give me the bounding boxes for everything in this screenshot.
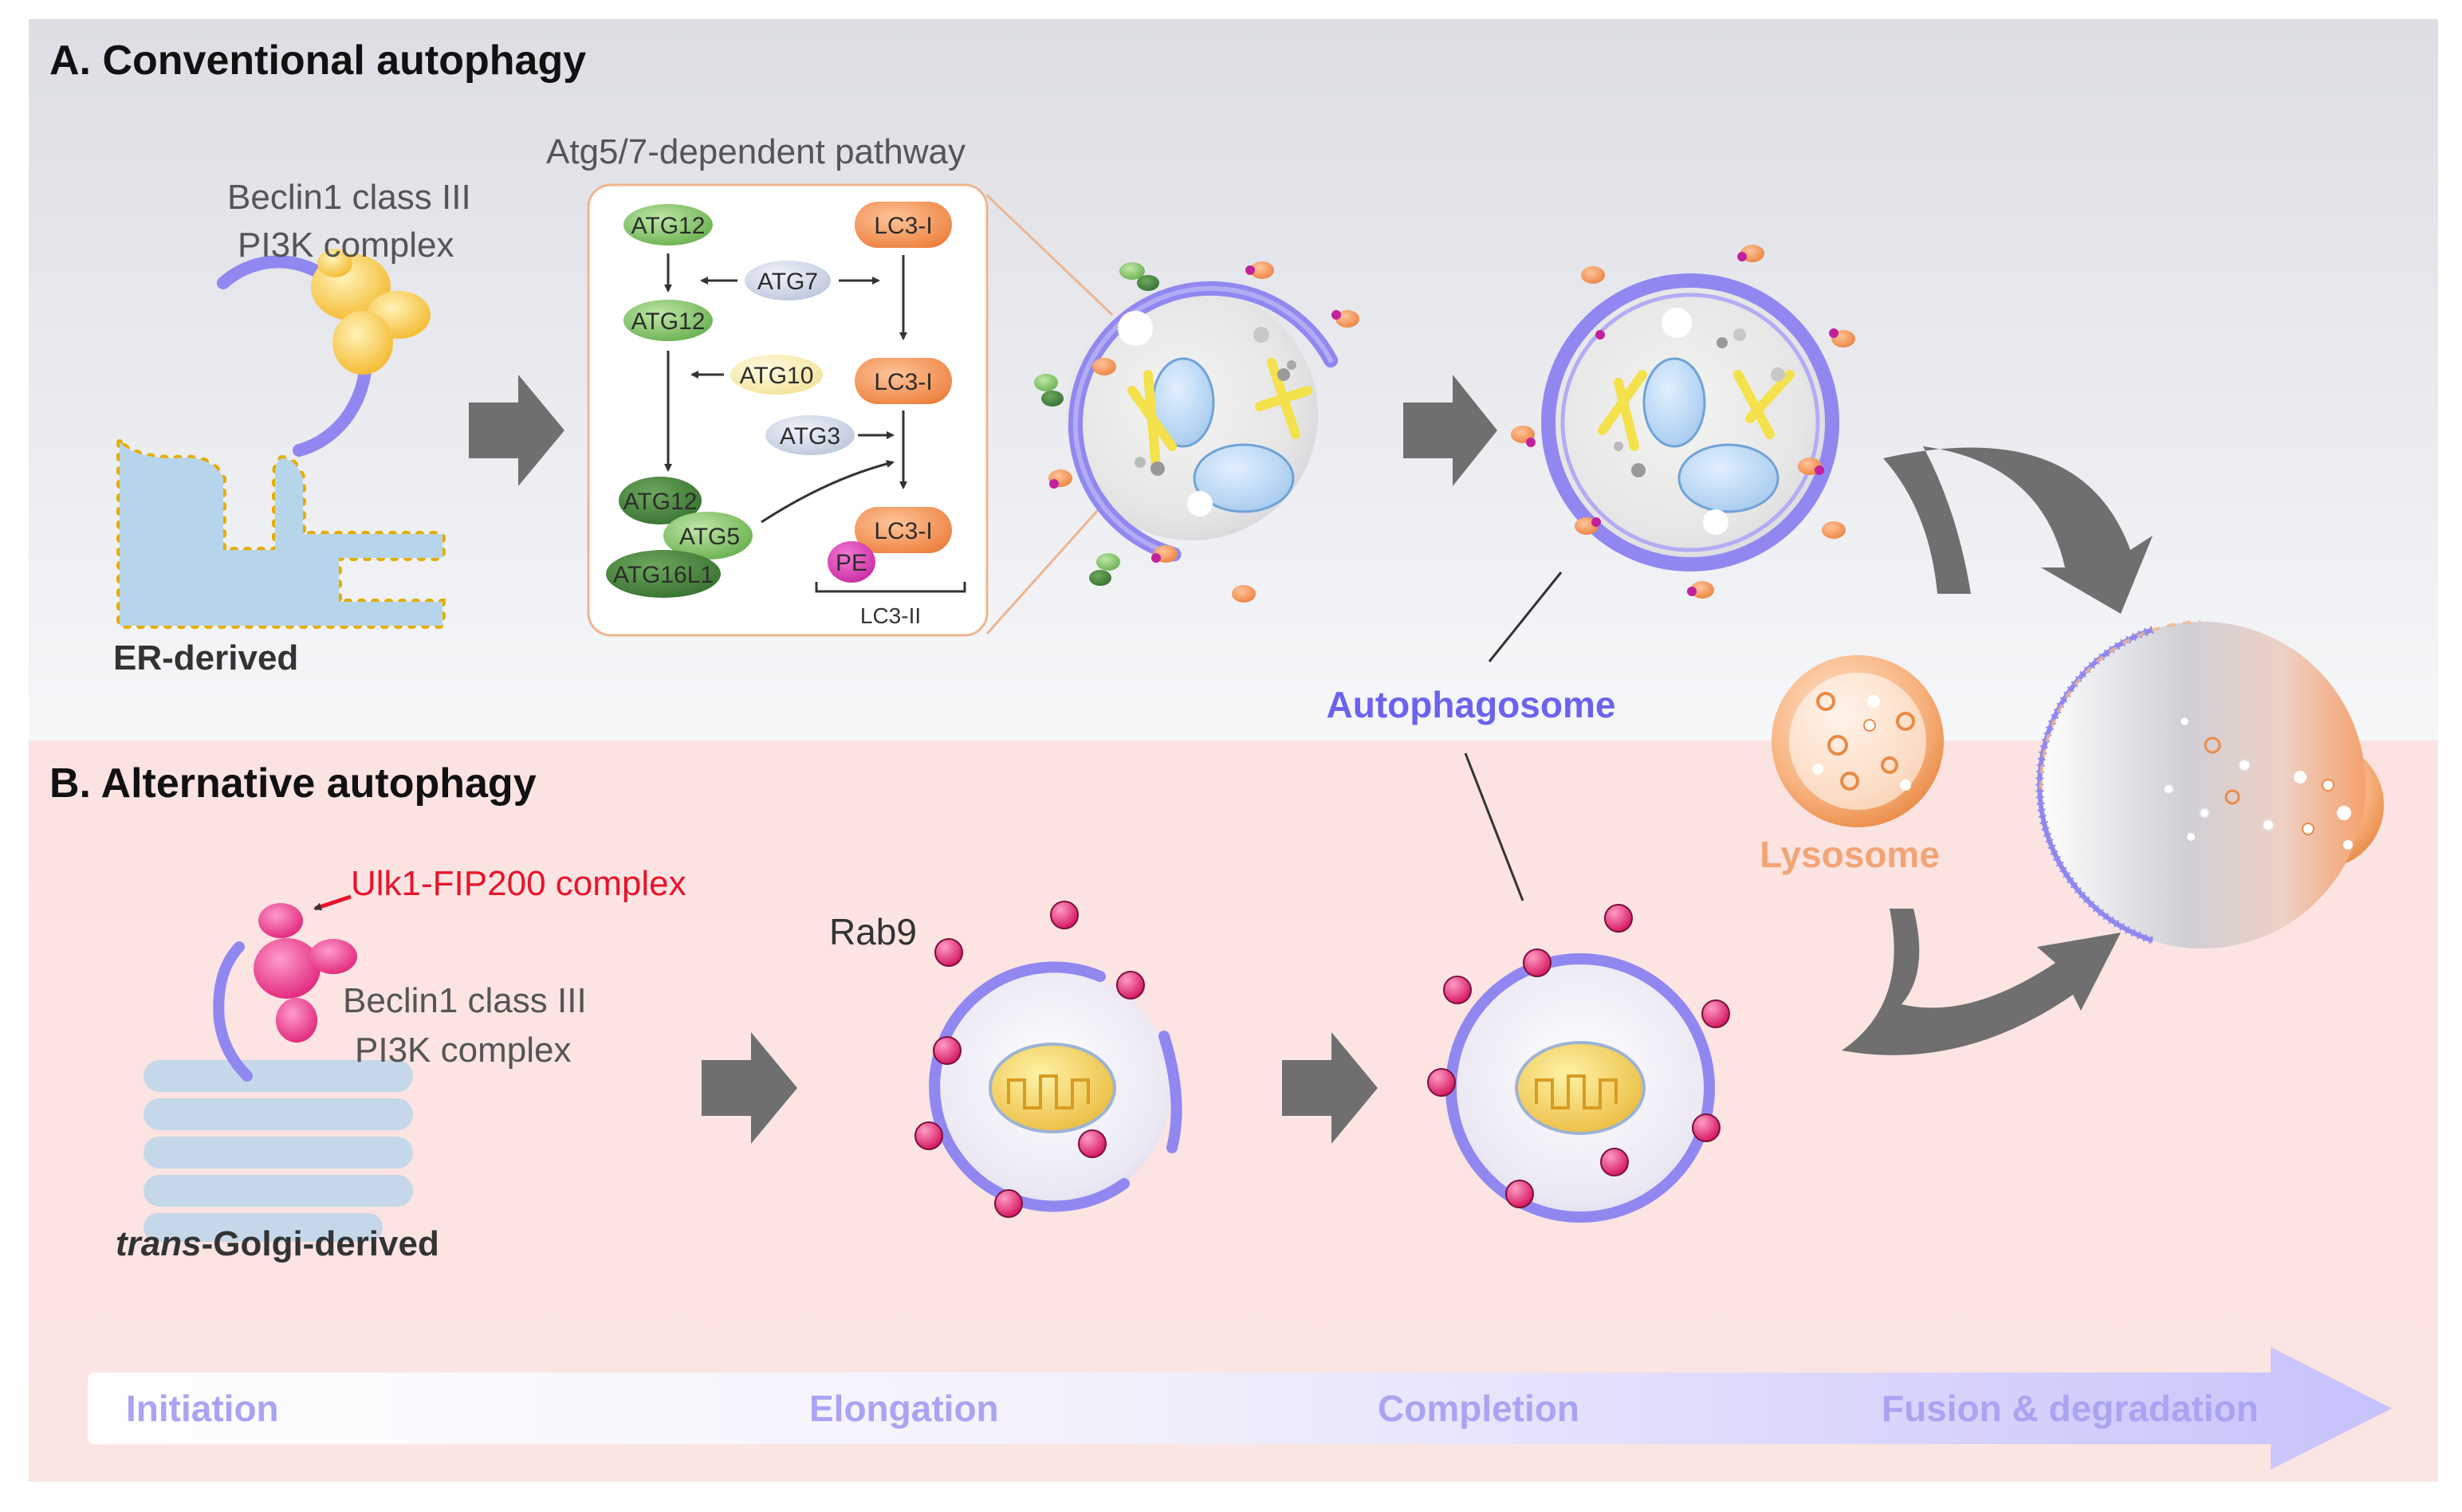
beclin-label-b-line1: Beclin1 class III [343, 981, 587, 1020]
stage-elongation: Elongation [809, 1388, 999, 1429]
lc3-ii-label: LC3-II [860, 603, 921, 628]
lc3-ii-bracket [815, 582, 966, 593]
pathway-atg10: ATG10 [730, 355, 823, 395]
svg-text:LC3-I: LC3-I [874, 518, 932, 544]
rab9-label: Rab9 [829, 911, 917, 952]
pathway-atg12-atg5-atg16l1-complex: ATG12 ATG5 ATG16L1 [606, 477, 753, 598]
phagophore-a [1066, 281, 1339, 562]
er-structure [116, 434, 446, 629]
svg-text:ATG12: ATG12 [631, 213, 706, 239]
autophagosome-a [1541, 273, 1839, 571]
atg-complex-dots-phagophore-a [1034, 262, 1159, 586]
ulk-label: Ulk1-FIP200 complex [351, 864, 686, 903]
rab9-dots-autophagosome-b [1427, 904, 1730, 1208]
ulk-pointer-arrow [313, 894, 352, 911]
lysosome-label: Lysosome [1760, 834, 1940, 875]
phagophore-b [929, 961, 1182, 1212]
stage-timeline-arrow [88, 1347, 2392, 1470]
er-derived-label: ER-derived [113, 638, 298, 677]
beclin-label-a-line1: Beclin1 class III [227, 178, 471, 217]
stage-initiation: Initiation [126, 1388, 279, 1429]
svg-text:ATG5: ATG5 [679, 524, 740, 550]
phagophore-membrane-b [213, 941, 253, 1082]
step-arrow-b1 [702, 1032, 797, 1144]
trans-golgi-label: trans-Golgi-derived [116, 1224, 439, 1263]
svg-text:ATG12: ATG12 [623, 489, 698, 515]
stage-completion: Completion [1378, 1388, 1579, 1429]
pathway-lc3-bottom: LC3-I [855, 507, 952, 553]
pathway-atg3: ATG3 [765, 415, 855, 455]
fusion-arrow-lower [1842, 909, 2121, 1055]
pathway-atg12-mid: ATG12 [623, 300, 713, 341]
beclin-label-a-line2: PI3K complex [238, 226, 454, 265]
section-a-title: A. Conventional autophagy [49, 37, 586, 84]
svg-text:ATG12: ATG12 [631, 308, 706, 335]
lysosome [1772, 655, 1944, 827]
autophagosome-label: Autophagosome [1327, 684, 1616, 725]
svg-text:PE: PE [836, 550, 867, 576]
pathway-lc3-mid: LC3-I [855, 358, 952, 404]
autophagosome-pointer-top [1488, 571, 1563, 662]
autophagosome-b [1445, 953, 1715, 1223]
zoom-line-bottom [985, 493, 1114, 635]
beclin-label-b-line2: PI3K complex [355, 1031, 571, 1070]
autolysosome [2035, 620, 2384, 948]
step-arrow-a2 [1403, 375, 1497, 486]
fusion-arrow-upper [1883, 446, 2153, 614]
golgi-stack [144, 1060, 413, 1242]
lc3-pe-dots-phagophore-a [1048, 261, 1359, 603]
pathway-atg12-top: ATG12 [623, 204, 713, 245]
zoom-line-top [985, 194, 1114, 316]
rab9-dots-phagophore-b [914, 901, 1145, 1218]
beclin1-complex-a [311, 249, 431, 375]
svg-text:LC3-I: LC3-I [874, 369, 932, 395]
ulk1-fip200-complex [254, 903, 357, 1043]
svg-text:ATG16L1: ATG16L1 [613, 562, 714, 588]
svg-text:LC3-I: LC3-I [874, 213, 932, 239]
section-b-title: B. Alternative autophagy [49, 760, 537, 807]
stage-fusion-degradation: Fusion & degradation [1882, 1388, 2259, 1429]
pathway-lc3-top: LC3-I [855, 202, 952, 248]
svg-text:ATG10: ATG10 [740, 363, 814, 389]
lc3-pe-dots-autophagosome-a [1511, 245, 1855, 599]
autophagosome-pointer-bottom [1464, 752, 1524, 901]
step-arrow-b2 [1282, 1032, 1378, 1144]
panel-b-background [29, 740, 2438, 1482]
pathway-arrows [664, 253, 907, 524]
pathway-pe: PE [828, 541, 875, 583]
svg-text:ATG3: ATG3 [780, 423, 840, 450]
svg-text:ATG7: ATG7 [757, 269, 818, 295]
pathway-atg7: ATG7 [745, 261, 831, 300]
step-arrow-a1 [469, 375, 564, 486]
pathway-title: Atg5/7-dependent pathway [546, 132, 966, 171]
